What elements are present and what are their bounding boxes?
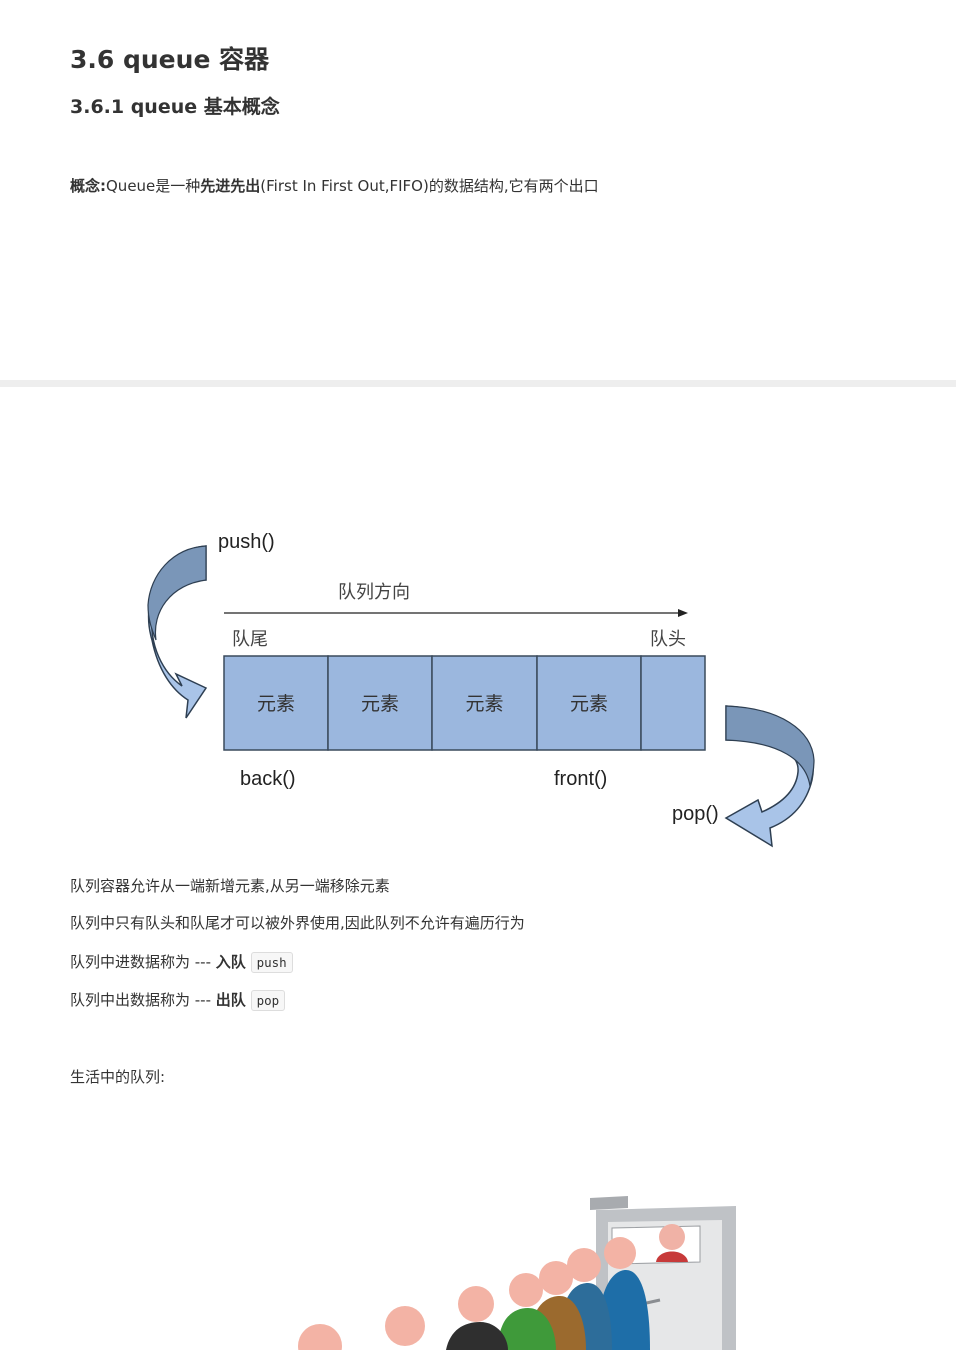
line-4: 队列中出数据称为 --- 出队 pop [70, 989, 286, 1012]
queue-cell-label: 元素 [361, 693, 399, 715]
front-label: front() [554, 768, 607, 790]
page-title: 3.6 queue 容器 [70, 45, 270, 74]
queue-cell-label: 元素 [465, 693, 503, 715]
concept-bold: 先进先出 [200, 177, 261, 195]
page-separator [0, 380, 956, 387]
concept-text-after: (First In First Out,FIFO)的数据结构,它有两个出口 [260, 177, 599, 195]
line-3: 队列中进数据称为 --- 入队 push [70, 951, 293, 974]
dequeue-term: 出队 [215, 991, 246, 1009]
queue-cells: 元素 元素 元素 元素 [223, 655, 706, 751]
push-label: push() [218, 531, 275, 553]
line-3-text: 队列中进数据称为 --- [70, 953, 216, 971]
queue-cell [327, 655, 433, 751]
back-label: back() [240, 768, 296, 790]
tail-label: 队尾 [232, 629, 268, 650]
queue-cell [640, 655, 706, 751]
concept-paragraph: 概念:Queue是一种先进先出(First In First Out,FIFO)… [70, 175, 599, 197]
enqueue-term: 入队 [215, 953, 246, 971]
queue-cell [431, 655, 538, 751]
concept-label: 概念: [70, 177, 106, 195]
life-queue-label: 生活中的队列: [70, 1068, 166, 1086]
line-4-text: 队列中出数据称为 --- [70, 991, 216, 1009]
section-title: 3.6.1 queue 基本概念 [70, 96, 280, 118]
people-queue-illustration [298, 1196, 736, 1350]
line-1: 队列容器允许从一端新增元素,从另一端移除元素 [70, 877, 390, 895]
queue-cell-label: 元素 [257, 693, 295, 715]
queue-cell [536, 655, 642, 751]
queue-cell-label: 元素 [570, 693, 608, 715]
pop-code: pop [250, 990, 286, 1011]
concept-text-before: Queue是一种 [106, 177, 201, 195]
line-2: 队列中只有队头和队尾才可以被外界使用,因此队列不允许有遍历行为 [70, 914, 525, 932]
direction-arrow [224, 609, 688, 617]
push-curved-arrow [147, 545, 208, 719]
direction-label: 队列方向 [338, 582, 410, 603]
push-code: push [250, 952, 293, 973]
head-label: 队头 [650, 629, 686, 650]
queue-cell [223, 655, 329, 751]
pop-curved-arrow [724, 705, 815, 848]
pop-label: pop() [672, 803, 719, 825]
